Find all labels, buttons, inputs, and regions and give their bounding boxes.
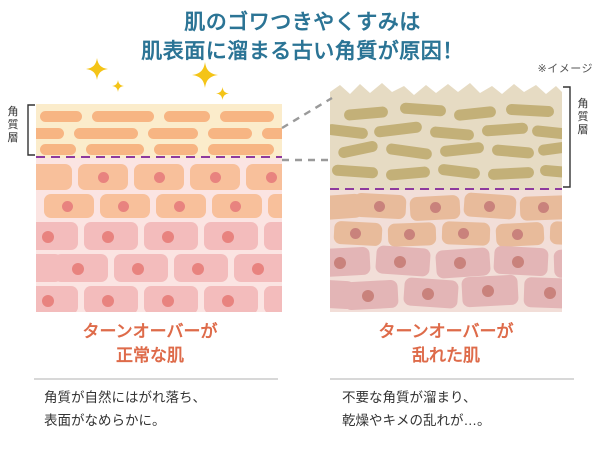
stratum-corneum-layer-disordered bbox=[330, 80, 562, 190]
left-stratum-bracket bbox=[26, 104, 36, 161]
right-stratum-label: 角 質 層 bbox=[577, 98, 589, 136]
page-title: 肌のゴワつきやくすみは 肌表面に溜まる古い角質が原因！ bbox=[0, 8, 605, 66]
right-heading-line-1: ターンオーバーが bbox=[378, 322, 514, 341]
right-caption-line-1: 不要な角質が溜まり、 bbox=[342, 390, 477, 405]
right-heading-line-2: 乱れた肌 bbox=[412, 346, 480, 365]
left-heading: ターンオーバーが 正常な肌 bbox=[20, 320, 280, 368]
right-divider bbox=[330, 378, 574, 380]
magnification-connector bbox=[281, 96, 333, 162]
left-caption: 角質が自然にはがれ落ち、 表面がなめらかに。 bbox=[44, 386, 294, 432]
epidermis-layer-normal bbox=[36, 158, 282, 312]
left-caption-line-1: 角質が自然にはがれ落ち、 bbox=[44, 390, 206, 405]
left-divider bbox=[34, 378, 278, 380]
right-caption-line-2: 乾燥やキメの乱れが…。 bbox=[342, 413, 491, 428]
epidermis-layer-disordered bbox=[330, 190, 562, 312]
sparkle-icon-1 bbox=[86, 58, 108, 80]
left-heading-line-2: 正常な肌 bbox=[116, 346, 184, 365]
normal-skin-diagram bbox=[36, 104, 282, 312]
title-line-1: 肌のゴワつきやくすみは bbox=[184, 11, 421, 34]
sparkle-icon-2 bbox=[112, 80, 124, 92]
image-disclaimer-note: ※イメージ bbox=[537, 63, 593, 75]
sparkle-icon-4 bbox=[216, 87, 229, 100]
left-heading-line-1: ターンオーバーが bbox=[82, 322, 218, 341]
right-caption: 不要な角質が溜まり、 乾燥やキメの乱れが…。 bbox=[342, 386, 592, 432]
disordered-skin-diagram bbox=[330, 80, 562, 312]
stratum-corneum-layer-normal bbox=[36, 104, 282, 158]
title-line-2: 肌表面に溜まる古い角質が原因！ bbox=[141, 40, 464, 63]
sparkle-icon-3 bbox=[192, 62, 218, 88]
right-heading: ターンオーバーが 乱れた肌 bbox=[316, 320, 576, 368]
left-caption-line-2: 表面がなめらかに。 bbox=[44, 413, 166, 428]
right-stratum-bracket bbox=[562, 86, 572, 193]
left-stratum-label: 角 質 層 bbox=[7, 106, 19, 144]
